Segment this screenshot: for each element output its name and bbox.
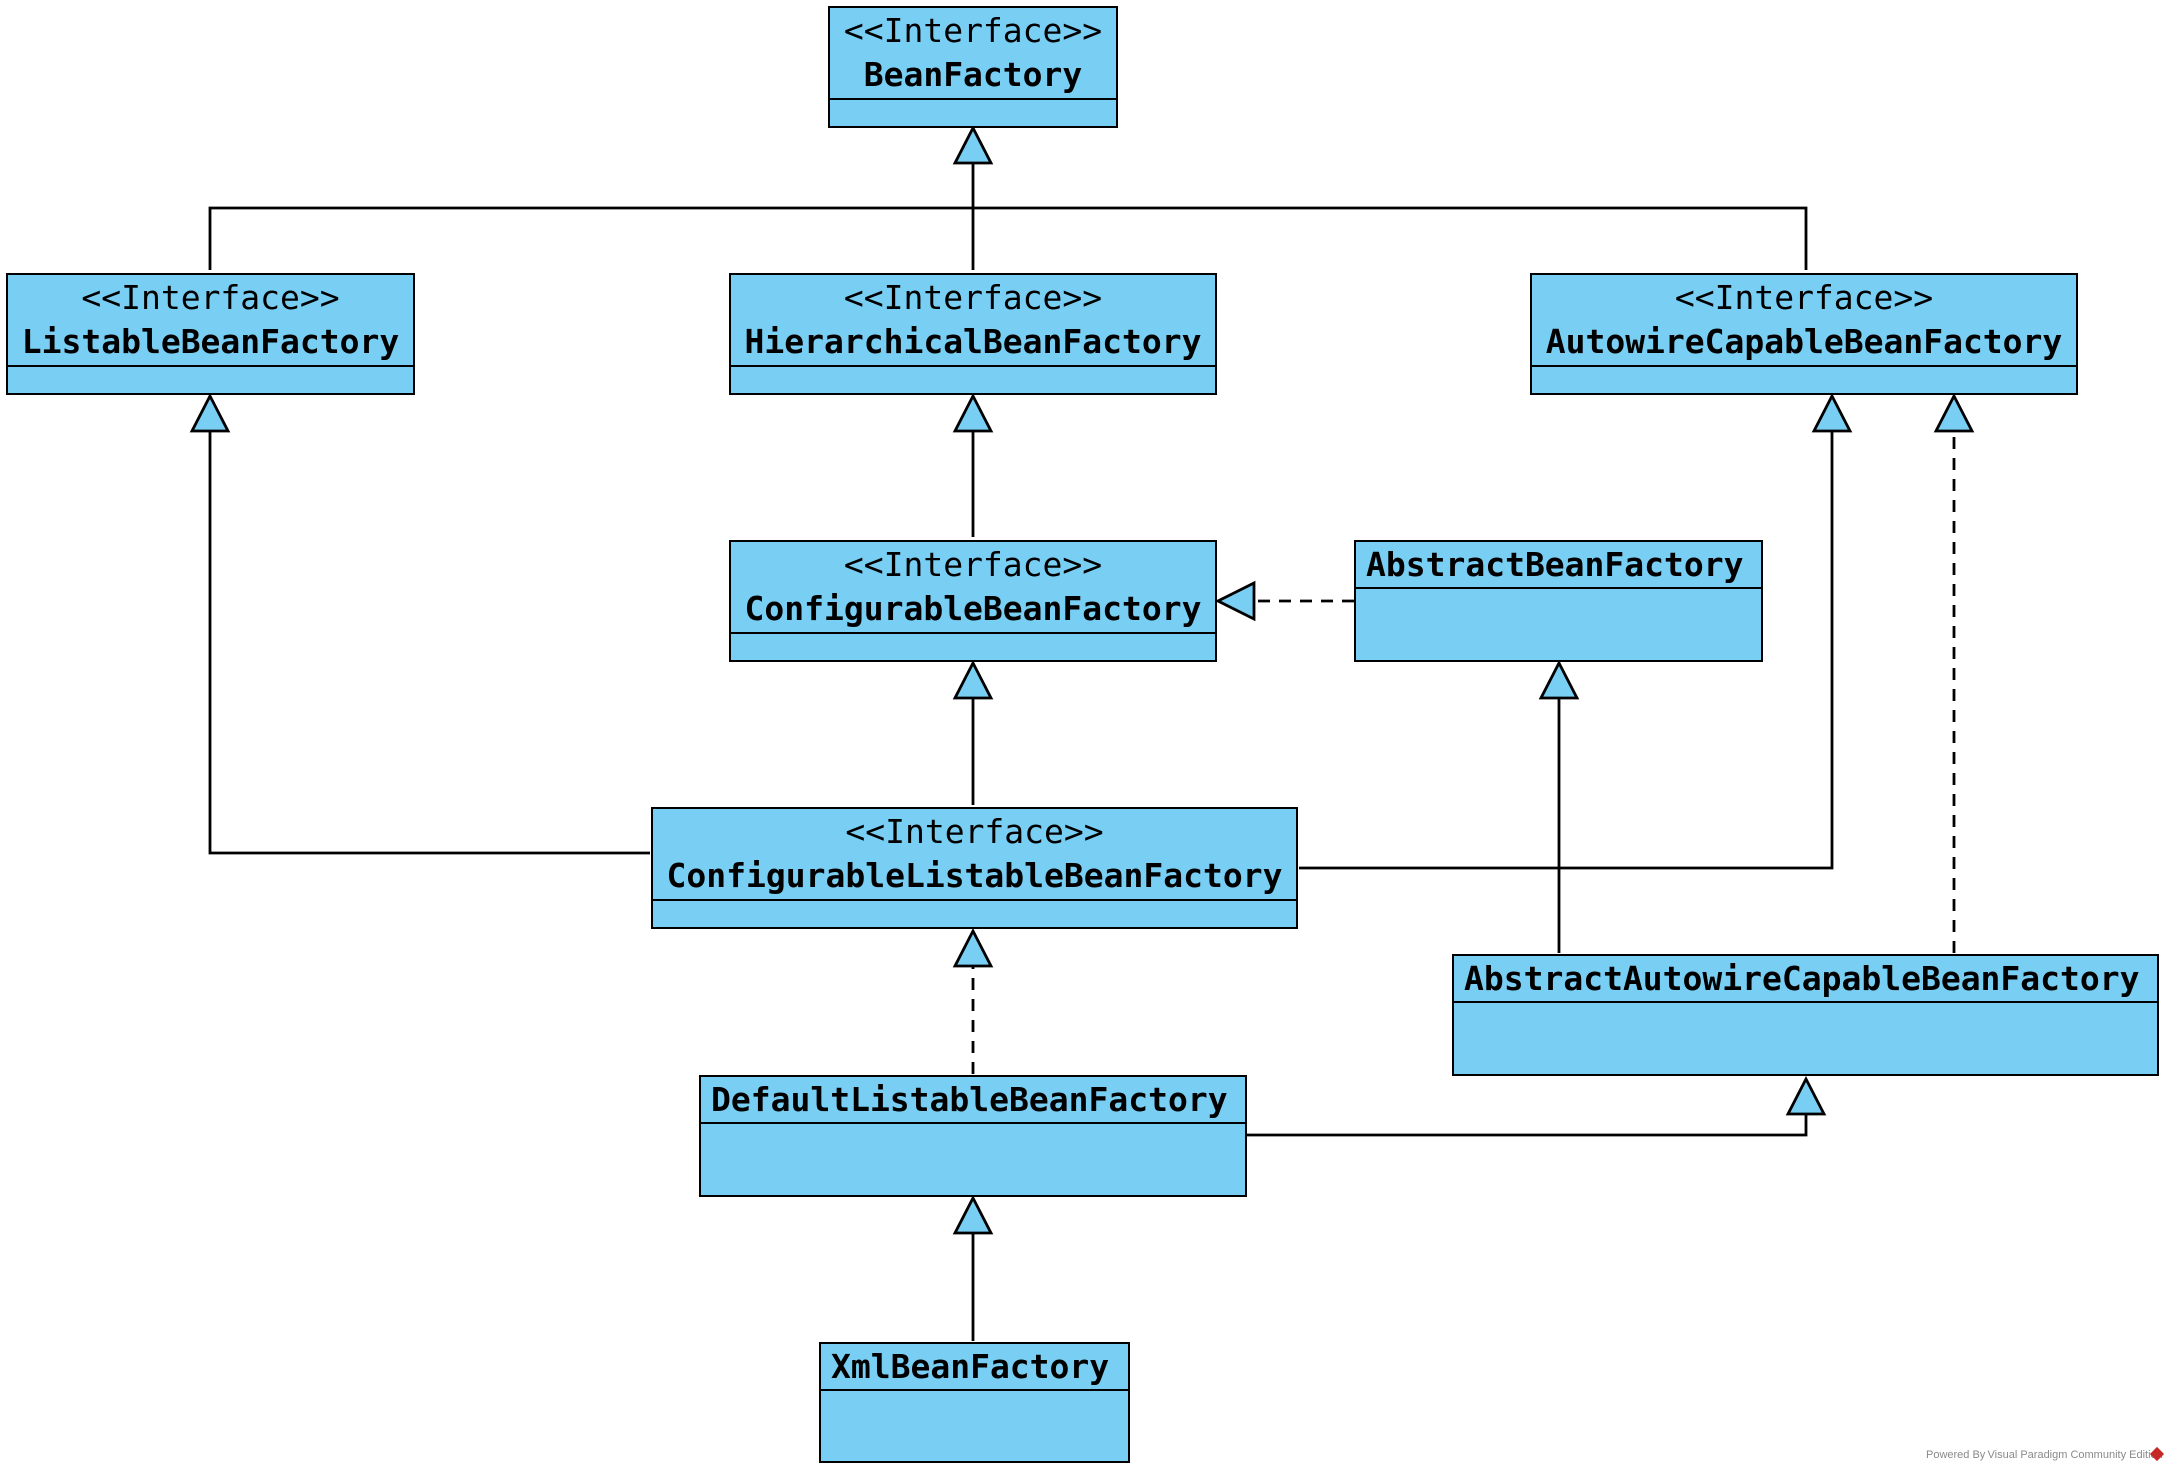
generalization-arrowhead-beanfactory [952, 124, 994, 165]
generalization-arrowhead-configurable [952, 659, 994, 700]
generalization-arrowhead-listable [189, 392, 231, 433]
class-default-listable-bean-factory[interactable]: DefaultListableBeanFactory [699, 1075, 1247, 1197]
class-configurable-bean-factory[interactable]: <<Interface>> ConfigurableBeanFactory [729, 540, 1217, 662]
generalization-line-configlistable-to-listable [208, 431, 650, 855]
class-name: DefaultListableBeanFactory [711, 1079, 1228, 1119]
realization-arrowhead-autowire-dashed [1933, 392, 1975, 433]
watermark-text: Powered By Visual Paradigm Community Edi… [1926, 1449, 2163, 1461]
class-name: BeanFactory [863, 55, 1083, 94]
class-bean-factory[interactable]: <<Interface>> BeanFactory [828, 6, 1118, 128]
realization-arrowhead-configlistable [952, 927, 994, 968]
class-hierarchical-bean-factory[interactable]: <<Interface>> HierarchicalBeanFactory [729, 273, 1217, 395]
class-name: AbstractBeanFactory [1366, 544, 1744, 584]
class-name: ListableBeanFactory [21, 322, 400, 361]
class-abstract-autowire-capable-bean-factory[interactable]: AbstractAutowireCapableBeanFactory [1452, 954, 2159, 1076]
class-name: HierarchicalBeanFactory [744, 322, 1202, 361]
class-name: AutowireCapableBeanFactory [1545, 322, 2063, 361]
class-name: AbstractAutowireCapableBeanFactory [1464, 958, 2140, 998]
class-configurable-listable-bean-factory[interactable]: <<Interface>> ConfigurableListableBeanFa… [651, 807, 1298, 929]
generalization-arrowhead-defaultlistable [952, 1194, 994, 1235]
class-stereotype: <<Interface>> [81, 278, 340, 317]
class-listable-bean-factory[interactable]: <<Interface>> ListableBeanFactory [6, 273, 415, 395]
generalization-arrowhead-abstractbf [1538, 659, 1580, 700]
generalization-line-defaultlistable-to-abstractautowire [1246, 1114, 1808, 1137]
generalization-line-configlistable-to-autowire [1299, 431, 1834, 870]
class-name: ConfigurableBeanFactory [744, 589, 1202, 628]
class-name: ConfigurableListableBeanFactory [666, 856, 1283, 895]
generalization-line-listable-to-beanfactory [208, 206, 973, 270]
class-name: XmlBeanFactory [831, 1346, 1110, 1386]
class-abstract-bean-factory[interactable]: AbstractBeanFactory [1354, 540, 1763, 662]
generalization-arrowhead-autowire-solid [1811, 392, 1853, 433]
class-stereotype: <<Interface>> [843, 278, 1103, 317]
generalization-arrowhead-abstractautowire [1785, 1075, 1827, 1116]
class-autowire-capable-bean-factory[interactable]: <<Interface>> AutowireCapableBeanFactory [1530, 273, 2078, 395]
generalization-line-autowire-to-beanfactory [973, 206, 1808, 270]
generalization-arrowhead-hierarchical [952, 392, 994, 433]
realization-arrowhead-configurable [1214, 580, 1256, 622]
class-stereotype: <<Interface>> [845, 812, 1104, 851]
class-stereotype: <<Interface>> [1674, 278, 1934, 317]
class-stereotype: <<Interface>> [843, 11, 1103, 50]
class-stereotype: <<Interface>> [843, 545, 1103, 584]
class-xml-bean-factory[interactable]: XmlBeanFactory [819, 1342, 1130, 1463]
